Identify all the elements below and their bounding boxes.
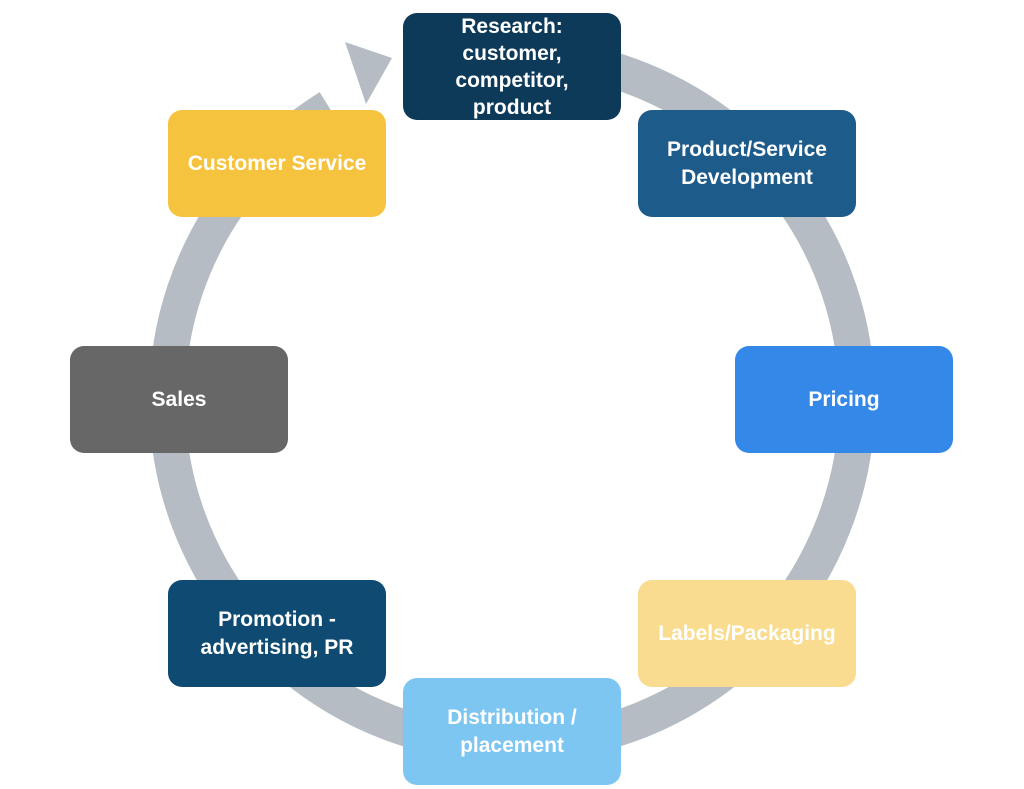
stage-research: Research: customer, competitor, product — [403, 13, 621, 120]
stage-distribution-placement: Distribution / placement — [403, 678, 621, 785]
stage-customer-service: Customer Service — [168, 110, 386, 217]
stage-labels-packaging: Labels/Packaging — [638, 580, 856, 687]
cycle-arrowhead-icon — [345, 42, 392, 104]
stage-promotion: Promotion - advertising, PR — [168, 580, 386, 687]
stage-product-service-development: Product/Service Development — [638, 110, 856, 217]
stage-pricing: Pricing — [735, 346, 953, 453]
stage-sales: Sales — [70, 346, 288, 453]
